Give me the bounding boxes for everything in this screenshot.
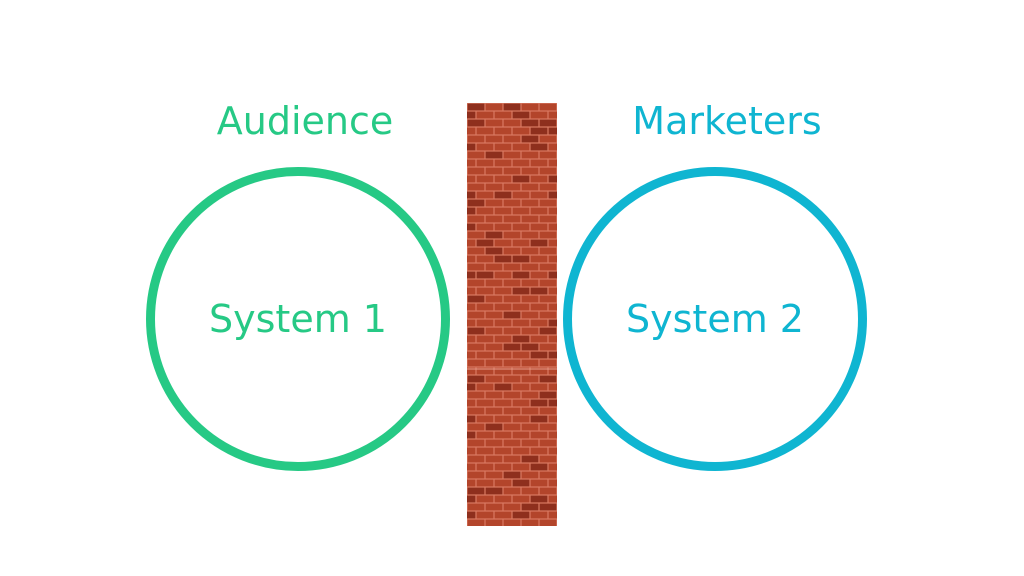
system-2-label: System 2 [626, 297, 804, 341]
marketers-title: Marketers [632, 99, 822, 143]
system-1-circle: System 1 [146, 167, 450, 471]
brick-wall-icon [467, 103, 557, 526]
system-2-circle: System 2 [563, 167, 867, 471]
audience-title: Audience [216, 99, 394, 143]
system-1-label: System 1 [209, 297, 387, 341]
